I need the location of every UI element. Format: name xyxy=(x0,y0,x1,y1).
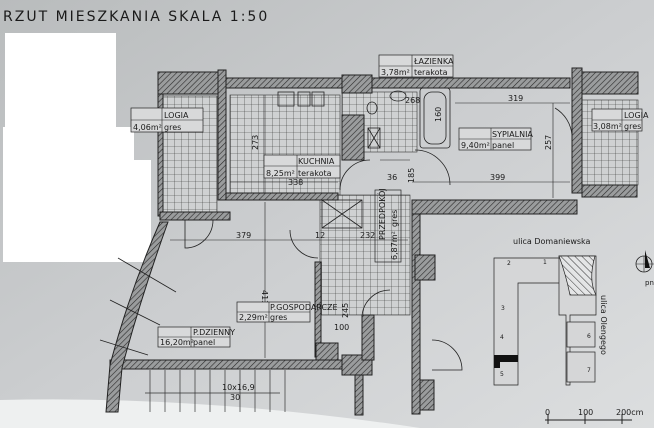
room-label-logia-right: LOGIA 3,08m² gres xyxy=(591,108,649,132)
building-6: 6 xyxy=(587,333,591,340)
svg-text:KUCHNIA: KUCHNIA xyxy=(298,157,335,166)
scale-tick-0: 0 xyxy=(545,408,550,417)
door-swings xyxy=(184,107,573,371)
compass-label: pn xyxy=(645,279,654,287)
svg-text:panel: panel xyxy=(193,338,215,347)
compass-icon: pn xyxy=(635,250,654,287)
building-2: 2 xyxy=(507,260,511,267)
svg-text:P.DZIENNY: P.DZIENNY xyxy=(193,328,235,337)
svg-text:LOGIA: LOGIA xyxy=(164,111,189,120)
stairs-count: 30 xyxy=(230,393,240,402)
svg-text:3,78m²: 3,78m² xyxy=(381,68,410,77)
dim-185: 185 xyxy=(407,168,416,183)
dim-12: 12 xyxy=(315,231,325,240)
redaction-mask xyxy=(3,33,151,262)
highlighted-apartment xyxy=(494,355,518,368)
svg-text:gres: gres xyxy=(624,122,641,131)
building-7: 7 xyxy=(587,367,591,374)
room-label-hallway: PRZEDPOKÓJ 6,87m² gres xyxy=(376,188,399,260)
room-label-logia-left: LOGIA 4,06m² gres xyxy=(130,107,204,133)
svg-text:P.GOSPODARCZE: P.GOSPODARCZE xyxy=(270,303,338,312)
building-1: 1 xyxy=(543,259,547,266)
curved-window xyxy=(99,257,177,356)
dim-160: 160 xyxy=(434,107,443,122)
dim-232: 232 xyxy=(360,231,375,240)
svg-text:LOGIA: LOGIA xyxy=(624,111,649,120)
svg-text:16,20m²: 16,20m² xyxy=(160,338,194,347)
dim-399: 399 xyxy=(490,173,505,182)
scale-tick-200: 200cm xyxy=(616,408,644,417)
dim-100: 100 xyxy=(334,323,349,332)
svg-text:4,06m²: 4,06m² xyxy=(133,123,162,132)
dim-257: 257 xyxy=(544,135,553,150)
dim-273: 273 xyxy=(251,135,260,150)
scale-bar: 0 100 200cm xyxy=(545,408,644,424)
dim-268: 268 xyxy=(405,96,420,105)
room-label-living: P.DZIENNY 16,20m² panel xyxy=(157,326,235,348)
building-4: 4 xyxy=(500,334,504,341)
dim-379: 379 xyxy=(236,231,251,240)
svg-text:PRZEDPOKÓJ: PRZEDPOKÓJ xyxy=(376,188,387,240)
svg-text:gres: gres xyxy=(390,210,399,227)
dim-245: 245 xyxy=(341,303,350,318)
room-label-utility: P.GOSPODARCZE 2,29m² gres xyxy=(236,301,338,323)
dim-319: 319 xyxy=(508,94,523,103)
svg-text:SYPIALNIA: SYPIALNIA xyxy=(492,130,533,139)
svg-text:ŁAZIENKA: ŁAZIENKA xyxy=(413,57,454,66)
walls xyxy=(105,67,639,416)
building-3: 3 xyxy=(501,305,505,312)
site-plan: ulica Domaniewska ulica Olengego 2 1 3 4… xyxy=(493,237,654,386)
stairs-size: 10x16,9 xyxy=(222,383,255,392)
svg-text:2,29m²: 2,29m² xyxy=(239,313,268,322)
dim-36: 36 xyxy=(387,173,397,182)
svg-text:8,25m²: 8,25m² xyxy=(266,169,295,178)
street-label-top: ulica Domaniewska xyxy=(513,237,591,246)
dim-338: 338 xyxy=(288,178,303,187)
dim-413: 413 xyxy=(260,290,269,305)
scale-tick-100: 100 xyxy=(578,408,593,417)
paper-fold xyxy=(0,399,420,428)
svg-text:9,40m²: 9,40m² xyxy=(461,141,490,150)
hallway-label-frame xyxy=(374,189,402,263)
svg-text:gres: gres xyxy=(270,313,287,322)
street-label-side: ulica Olengego xyxy=(599,295,608,355)
dimension-lines xyxy=(170,95,570,358)
svg-text:gres: gres xyxy=(164,123,181,132)
room-label-bedroom: SYPIALNIA 9,40m² panel xyxy=(458,127,533,151)
svg-text:6,87m²: 6,87m² xyxy=(390,231,399,260)
hatched-plot xyxy=(558,255,597,296)
room-label-bathroom: ŁAZIENKA 3,78m² terakota xyxy=(378,54,454,78)
svg-text:panel: panel xyxy=(492,141,514,150)
svg-text:terakota: terakota xyxy=(298,169,332,178)
svg-text:3,08m²: 3,08m² xyxy=(593,122,622,131)
plan-title: RZUT MIESZKANIA SKALA 1:50 xyxy=(3,9,269,25)
svg-text:terakota: terakota xyxy=(414,68,448,77)
dimension-labels: 273 338 268 160 319 257 399 36 185 379 4… xyxy=(236,94,553,332)
building-5: 5 xyxy=(500,371,504,378)
stairs xyxy=(145,370,286,412)
fixtures xyxy=(277,87,451,229)
room-label-kitchen: KUCHNIA 8,25m² terakota xyxy=(263,154,341,179)
